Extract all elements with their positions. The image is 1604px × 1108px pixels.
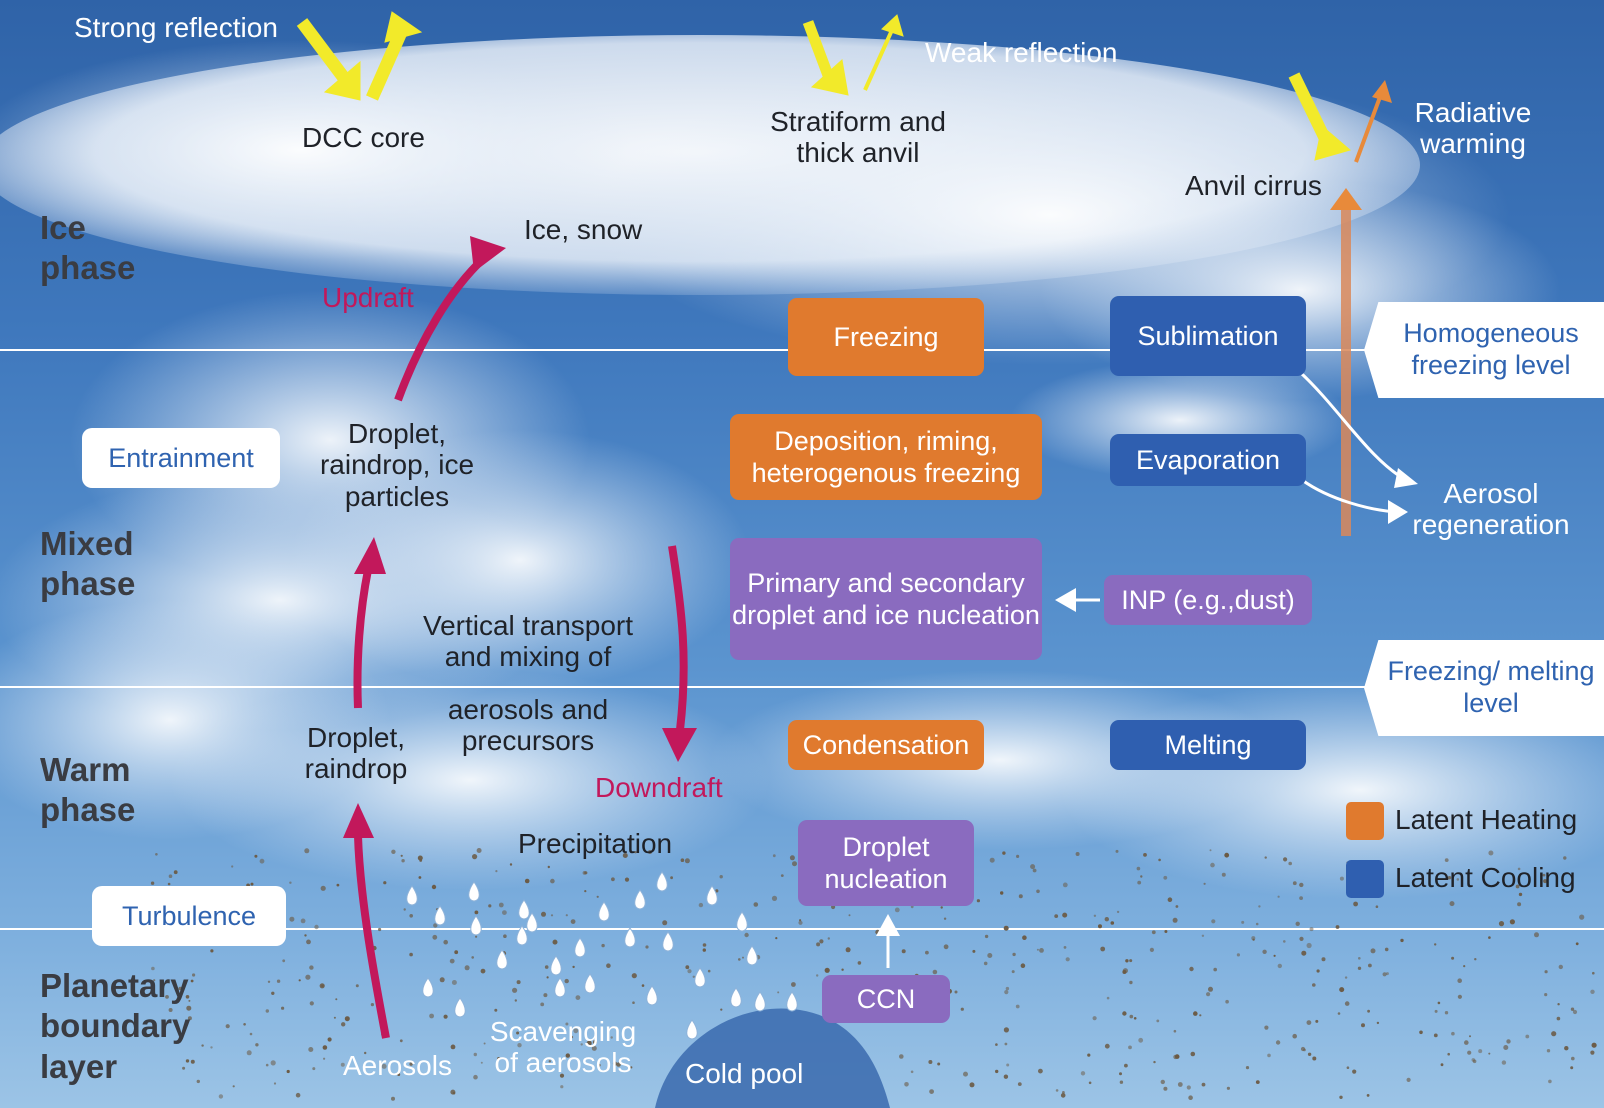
raindrops [406,871,798,1040]
aerosols-label: Aerosols [343,1050,452,1081]
ice-phase-label: Ice phase [40,209,136,287]
legend-heating-swatch [1346,802,1384,840]
droplet-raindrop-ice-label: Droplet, raindrop, ice particles [319,418,475,512]
sublimation-box: Sublimation [1110,296,1306,376]
deposition-box: Deposition, riming, heterogenous freezin… [730,414,1042,500]
entrainment-box: Entrainment [82,428,280,488]
strong-reflection-label: Strong reflection [74,12,278,43]
ice-snow-label: Ice, snow [524,214,643,245]
cumulus-tower [0,290,1604,900]
updraft-label: Updraft [322,282,414,313]
stratiform-label: Stratiform and thick anvil [770,106,946,169]
condensation-box: Condensation [788,720,984,770]
freezing-box: Freezing [788,298,984,376]
weak-reflection-label: Weak reflection [925,37,1118,68]
mixed-phase-label: Mixed phase [40,525,136,603]
droplet-nucleation-box: Droplet nucleation [798,820,974,906]
downdraft-label: Downdraft [595,772,723,803]
ccn-box: CCN [822,975,950,1023]
warm-phase-label: Warm phase [40,751,136,829]
legend-cooling-swatch [1346,860,1384,898]
evaporation-box: Evaporation [1110,434,1306,486]
scavenging-label: Scavenging of aerosols [489,1016,637,1079]
anvil-cloud [0,35,1560,480]
cold-pool-shape [655,1008,890,1108]
radiative-warming-label: Radiative warming [1414,97,1532,160]
inp-box: INP (e.g.,dust) [1104,575,1312,625]
freezing-melting-level-flag: Freezing/ melting level [1364,640,1604,736]
melting-box: Melting [1110,720,1306,770]
primary-secondary-nucleation-box: Primary and secondary droplet and ice nu… [730,538,1042,660]
anvil-cirrus-label: Anvil cirrus [1185,170,1322,201]
aerosols-precursors-label: aerosols and precursors [447,694,609,757]
reflection-arrows [296,11,1352,161]
updraft-arrows [353,255,688,1039]
precipitation-label: Precipitation [518,828,673,859]
pbl-label: Planetary boundary layer [40,967,191,1085]
aerosol-regeneration-label: Aerosol regeneration [1412,478,1570,541]
legend-heating-label: Latent Heating [1395,804,1578,835]
turbulence-box: Turbulence [92,886,286,946]
cold-pool-label: Cold pool [685,1058,804,1089]
aerosol-particles [150,848,1597,1101]
vertical-transport-label: Vertical transport and mixing of [422,610,634,673]
dcc-core-label: DCC core [302,122,425,153]
legend-cooling-label: Latent Cooling [1395,862,1576,893]
droplet-raindrop-label: Droplet, raindrop [304,722,408,785]
homogeneous-freezing-level-flag: Homogeneous freezing level [1364,302,1604,398]
